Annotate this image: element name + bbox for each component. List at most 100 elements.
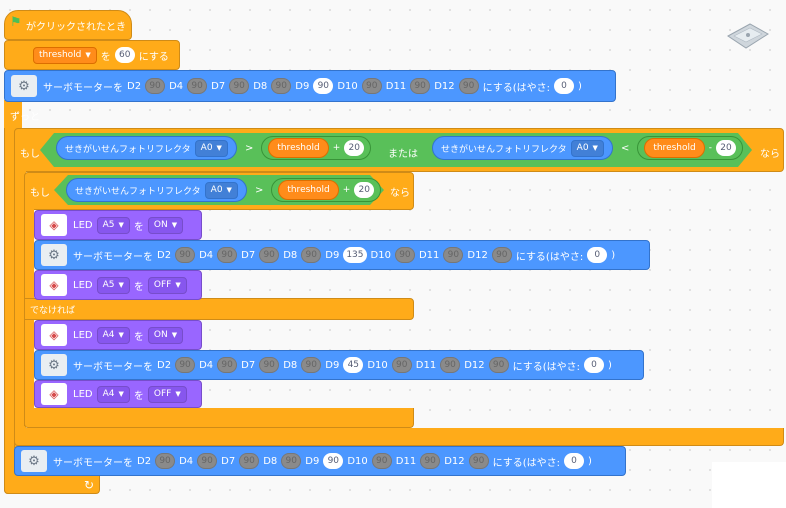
green-flag-hat-block[interactable] bbox=[4, 10, 132, 40]
pin-value-input[interactable]: 90 bbox=[259, 247, 280, 263]
led-state-dropdown[interactable]: OFF▼ bbox=[147, 385, 187, 403]
pin-value-input[interactable]: 90 bbox=[145, 78, 166, 94]
pin-value-input[interactable]: 90 bbox=[410, 78, 431, 94]
threshold-reporter[interactable]: threshold bbox=[268, 138, 329, 158]
pin-value-input[interactable]: 135 bbox=[343, 247, 367, 263]
pin-label: D7 bbox=[241, 249, 256, 261]
led-state-dropdown[interactable]: ON▼ bbox=[147, 216, 184, 234]
servo-icon: ⚙ bbox=[21, 450, 47, 472]
threshold-reporter[interactable]: threshold bbox=[278, 180, 339, 200]
pin-value-input[interactable]: 90 bbox=[301, 247, 322, 263]
offset-input[interactable]: 20 bbox=[344, 140, 365, 156]
pin-value-input[interactable]: 90 bbox=[488, 357, 509, 373]
sprite-thumbnail[interactable] bbox=[726, 22, 770, 50]
right-compare[interactable]: せきがいせんフォトリフレクタ A0▼ < threshold - 20 bbox=[432, 136, 743, 160]
pin-label: D4 bbox=[169, 80, 184, 92]
led-pin-dropdown[interactable]: A5▼ bbox=[96, 276, 130, 294]
pin-value-input[interactable]: 90 bbox=[440, 357, 461, 373]
pin-value-input[interactable]: 90 bbox=[175, 247, 196, 263]
led-block[interactable]: ◈ LED A5▼ を ON▼ bbox=[34, 210, 202, 240]
speed-input[interactable]: 0 bbox=[564, 453, 584, 469]
if-inner-else-bar[interactable] bbox=[24, 298, 414, 320]
pin-value-input[interactable]: 90 bbox=[313, 78, 334, 94]
pin-value-input[interactable]: 90 bbox=[361, 78, 382, 94]
pin-value-input[interactable]: 90 bbox=[468, 453, 489, 469]
pin-label: D10 bbox=[367, 359, 388, 371]
gt-operator: > bbox=[244, 142, 254, 154]
forever-header[interactable] bbox=[4, 100, 14, 128]
set-variable-block[interactable]: threshold▼ を 60 にする bbox=[4, 40, 180, 70]
led-pin-dropdown[interactable]: A5▼ bbox=[96, 216, 130, 234]
pin-label: D2 bbox=[127, 80, 142, 92]
pin-value-input[interactable]: 90 bbox=[391, 357, 412, 373]
pin-value-input[interactable]: 90 bbox=[394, 247, 415, 263]
led-block[interactable]: ◈ LED A4▼ を OFF▼ bbox=[34, 380, 202, 408]
pin-value-input[interactable]: 90 bbox=[217, 247, 238, 263]
offset-input[interactable]: 20 bbox=[715, 140, 736, 156]
pin-value-input[interactable]: 90 bbox=[175, 357, 196, 373]
speed-input[interactable]: 0 bbox=[554, 78, 574, 94]
add-operator[interactable]: threshold + 20 bbox=[261, 136, 372, 160]
led-block[interactable]: ◈ LED A4▼ を ON▼ bbox=[34, 320, 202, 350]
left-compare[interactable]: せきがいせんフォトリフレクタ A0▼ > threshold + 20 bbox=[56, 136, 372, 160]
forever-footer[interactable] bbox=[4, 476, 100, 494]
pin-value-input[interactable]: 90 bbox=[155, 453, 176, 469]
speed-input[interactable]: 0 bbox=[584, 357, 604, 373]
pin-value-input[interactable]: 90 bbox=[259, 357, 280, 373]
pin-label: D9 bbox=[325, 249, 340, 261]
pin-value-input[interactable]: 90 bbox=[217, 357, 238, 373]
sensor-pin-dropdown[interactable]: A0▼ bbox=[194, 139, 228, 157]
green-flag-icon: ⚑ bbox=[10, 15, 22, 30]
minus-sign: - bbox=[708, 143, 712, 153]
pin-label: D11 bbox=[395, 455, 417, 467]
variable-dropdown[interactable]: threshold▼ bbox=[33, 46, 97, 64]
subtract-operator[interactable]: threshold - 20 bbox=[637, 136, 743, 160]
pin-value-input[interactable]: 45 bbox=[343, 357, 364, 373]
pin-value-input[interactable]: 90 bbox=[371, 453, 392, 469]
if-inner-else-label: でなければ bbox=[30, 306, 76, 316]
pin-value-input[interactable]: 90 bbox=[197, 453, 218, 469]
led-state-dropdown[interactable]: OFF▼ bbox=[147, 276, 187, 294]
sensor-label: せきがいせんフォトリフレクタ bbox=[75, 186, 201, 197]
led-block[interactable]: ◈ LED A5▼ を OFF▼ bbox=[34, 270, 202, 300]
led-label: LED bbox=[73, 279, 93, 291]
pin-value-input[interactable]: 90 bbox=[229, 78, 250, 94]
speed-input[interactable]: 0 bbox=[587, 247, 608, 263]
forever-label: ずっと bbox=[10, 112, 40, 123]
pin-value-input[interactable]: 90 bbox=[187, 78, 208, 94]
servo-icon: ⚙ bbox=[11, 75, 37, 97]
pin-value-input[interactable]: 90 bbox=[239, 453, 260, 469]
pin-value-input[interactable]: 90 bbox=[458, 78, 479, 94]
if-outer-then-label: なら bbox=[760, 149, 780, 160]
offset-input[interactable]: 20 bbox=[354, 182, 375, 198]
pin-label: D9 bbox=[295, 80, 310, 92]
led-state-dropdown[interactable]: ON▼ bbox=[147, 326, 184, 344]
pin-value-input[interactable]: 90 bbox=[281, 453, 302, 469]
if-outer-arm bbox=[14, 168, 26, 448]
pin-value-input[interactable]: 90 bbox=[271, 78, 292, 94]
sensor-pin-dropdown[interactable]: A0▼ bbox=[204, 181, 238, 199]
pin-value-input[interactable]: 90 bbox=[443, 247, 464, 263]
pin-value-input[interactable]: 90 bbox=[323, 453, 344, 469]
reflector-sensor-right[interactable]: せきがいせんフォトリフレクタ A0▼ bbox=[432, 136, 613, 160]
add-operator[interactable]: threshold + 20 bbox=[271, 178, 382, 202]
led-pin-dropdown[interactable]: A4▼ bbox=[96, 385, 130, 403]
reflector-sensor-left[interactable]: せきがいせんフォトリフレクタ A0▼ bbox=[56, 136, 237, 160]
pin-value-input[interactable]: 90 bbox=[301, 357, 322, 373]
threshold-reporter[interactable]: threshold bbox=[644, 138, 705, 158]
pin-value-input[interactable]: 90 bbox=[420, 453, 441, 469]
led-pin-dropdown[interactable]: A4▼ bbox=[96, 326, 130, 344]
reflector-sensor-inner[interactable]: せきがいせんフォトリフレクタ A0▼ bbox=[66, 178, 247, 202]
inner-compare[interactable]: せきがいせんフォトリフレクタ A0▼ > threshold + 20 bbox=[66, 178, 382, 202]
pin-value-input[interactable]: 90 bbox=[491, 247, 512, 263]
pin-label: D2 bbox=[137, 455, 152, 467]
led-icon: ◈ bbox=[41, 274, 67, 296]
led-label: LED bbox=[73, 329, 93, 341]
if-inner-then-label: なら bbox=[390, 188, 410, 199]
sensor-pin-dropdown[interactable]: A0▼ bbox=[570, 139, 604, 157]
variable-value-input[interactable]: 60 bbox=[114, 47, 135, 63]
